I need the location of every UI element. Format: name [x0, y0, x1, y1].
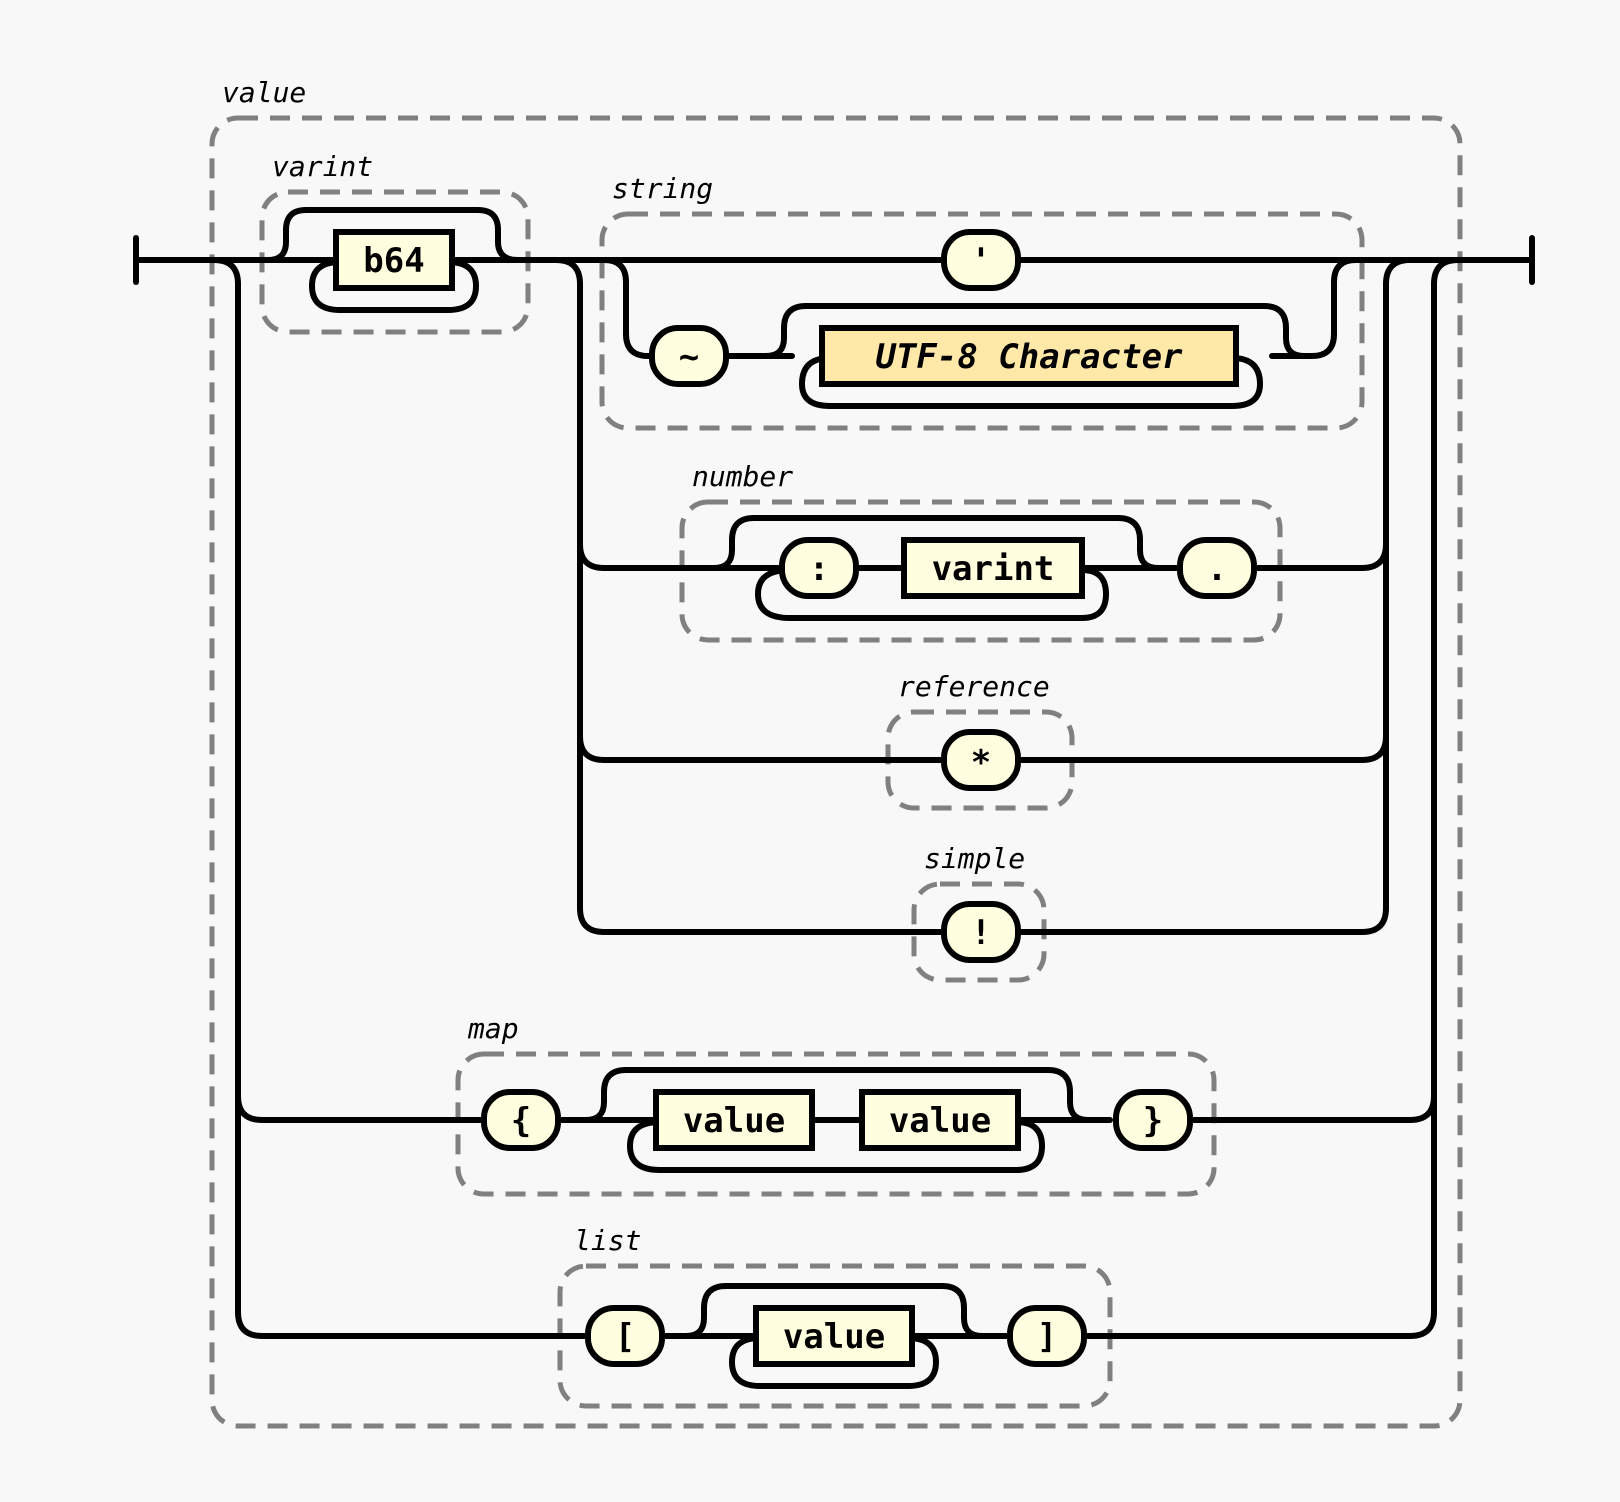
node-map-key: value: [683, 1101, 785, 1141]
group-label-string: string: [612, 172, 713, 205]
node-rbrace: }: [1143, 1101, 1163, 1141]
number-branch-right: [1237, 541, 1389, 571]
node-lbracket: [: [615, 1317, 635, 1357]
varint-over: [265, 207, 521, 263]
node-colon: :: [809, 549, 829, 589]
group-labels: value varint string number reference sim…: [222, 76, 1050, 1257]
list-under: [729, 1335, 939, 1389]
node-star: *: [971, 743, 991, 783]
node-map-val: value: [889, 1101, 991, 1141]
reference-branch-left: [577, 733, 965, 763]
list-over: [683, 1283, 985, 1339]
group-label-simple: simple: [924, 842, 1025, 875]
number-branch-left: [577, 541, 733, 571]
node-map-val-box[interactable]: [859, 1089, 1021, 1151]
node-quote: ': [971, 241, 991, 281]
node-utf8-box[interactable]: [819, 325, 1239, 387]
node-tilde: ~: [679, 337, 699, 377]
node-bang: !: [971, 913, 991, 953]
number-over: [711, 515, 1161, 571]
node-list-item: value: [783, 1317, 885, 1357]
node-dot-box[interactable]: [1177, 537, 1257, 599]
map-over: [583, 1067, 1091, 1123]
node-star-box[interactable]: [941, 729, 1021, 791]
string-escape-return: [1269, 257, 1359, 359]
node-list-item-box[interactable]: [753, 1305, 915, 1367]
node-dot: .: [1207, 549, 1227, 589]
node-varint-box[interactable]: [901, 537, 1085, 599]
tracks: [133, 207, 1535, 1389]
group-label-map: map: [467, 1012, 519, 1045]
node-quote-box[interactable]: [941, 229, 1021, 291]
node-rbrace-box[interactable]: [1113, 1089, 1193, 1151]
node-varint: varint: [932, 549, 1055, 589]
utf8-under: [799, 355, 1263, 409]
outer-right-rail: [1083, 257, 1461, 1339]
string-escape-branch: [601, 257, 795, 359]
node-rbracket: ]: [1037, 1317, 1057, 1357]
node-lbrace: {: [511, 1101, 531, 1141]
number-under: [755, 567, 1109, 621]
group-label-list: list: [574, 1224, 641, 1257]
varint-under: [309, 259, 479, 313]
node-b64: b64: [363, 241, 424, 281]
inner-right-rail: [979, 257, 1413, 935]
outer-left-rail: [211, 257, 593, 1339]
utf8-over: [763, 303, 1307, 359]
group-label-reference: reference: [898, 670, 1050, 703]
group-box-string: [599, 211, 1365, 431]
reference-branch-right: [979, 733, 1389, 763]
group-label-varint: varint: [272, 150, 373, 183]
node-colon-box[interactable]: [779, 537, 859, 599]
node-tilde-box[interactable]: [649, 325, 729, 387]
node-utf8: UTF-8 Character: [875, 337, 1183, 377]
inner-left-rail: [553, 257, 965, 935]
map-under: [627, 1119, 1045, 1173]
group-box-map: [455, 1051, 1217, 1197]
node-lbrace-box[interactable]: [481, 1089, 561, 1151]
node-bang-box[interactable]: [941, 901, 1021, 963]
map-branch-right: [1183, 1093, 1437, 1123]
node-b64-box[interactable]: [333, 229, 455, 291]
node-map-key-box[interactable]: [653, 1089, 815, 1151]
map-branch-left: [235, 1093, 489, 1123]
group-box-number: [679, 499, 1283, 643]
group-boxes: [209, 115, 1463, 1429]
group-label-value: value: [222, 76, 306, 109]
group-box-value: [209, 115, 1463, 1429]
node-rbracket-box[interactable]: [1007, 1305, 1087, 1367]
node-lbracket-box[interactable]: [585, 1305, 665, 1367]
group-label-number: number: [692, 460, 793, 493]
nodes: b64 ' ~ UTF-8 Character : varint . * ! {…: [333, 229, 1257, 1367]
